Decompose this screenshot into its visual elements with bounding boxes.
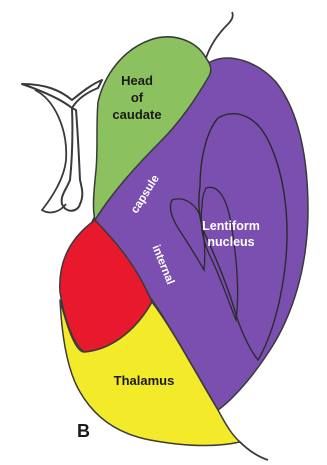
caudate-label-line1: Head [121,73,153,88]
panel-letter: B [77,421,90,441]
caudate-label-line2: of [131,90,144,105]
ventricle-inner-line [35,90,66,212]
lentiform-label-line2: nucleus [207,235,254,249]
caudate-label-line3: caudate [112,107,161,122]
stalk-top-line [206,12,233,58]
thalamus-label: Thalamus [114,373,175,388]
lentiform-label-line1: Lentiform [202,219,260,233]
tail-bottom-line [240,442,268,460]
lateral-ventricle-outline [22,80,102,211]
